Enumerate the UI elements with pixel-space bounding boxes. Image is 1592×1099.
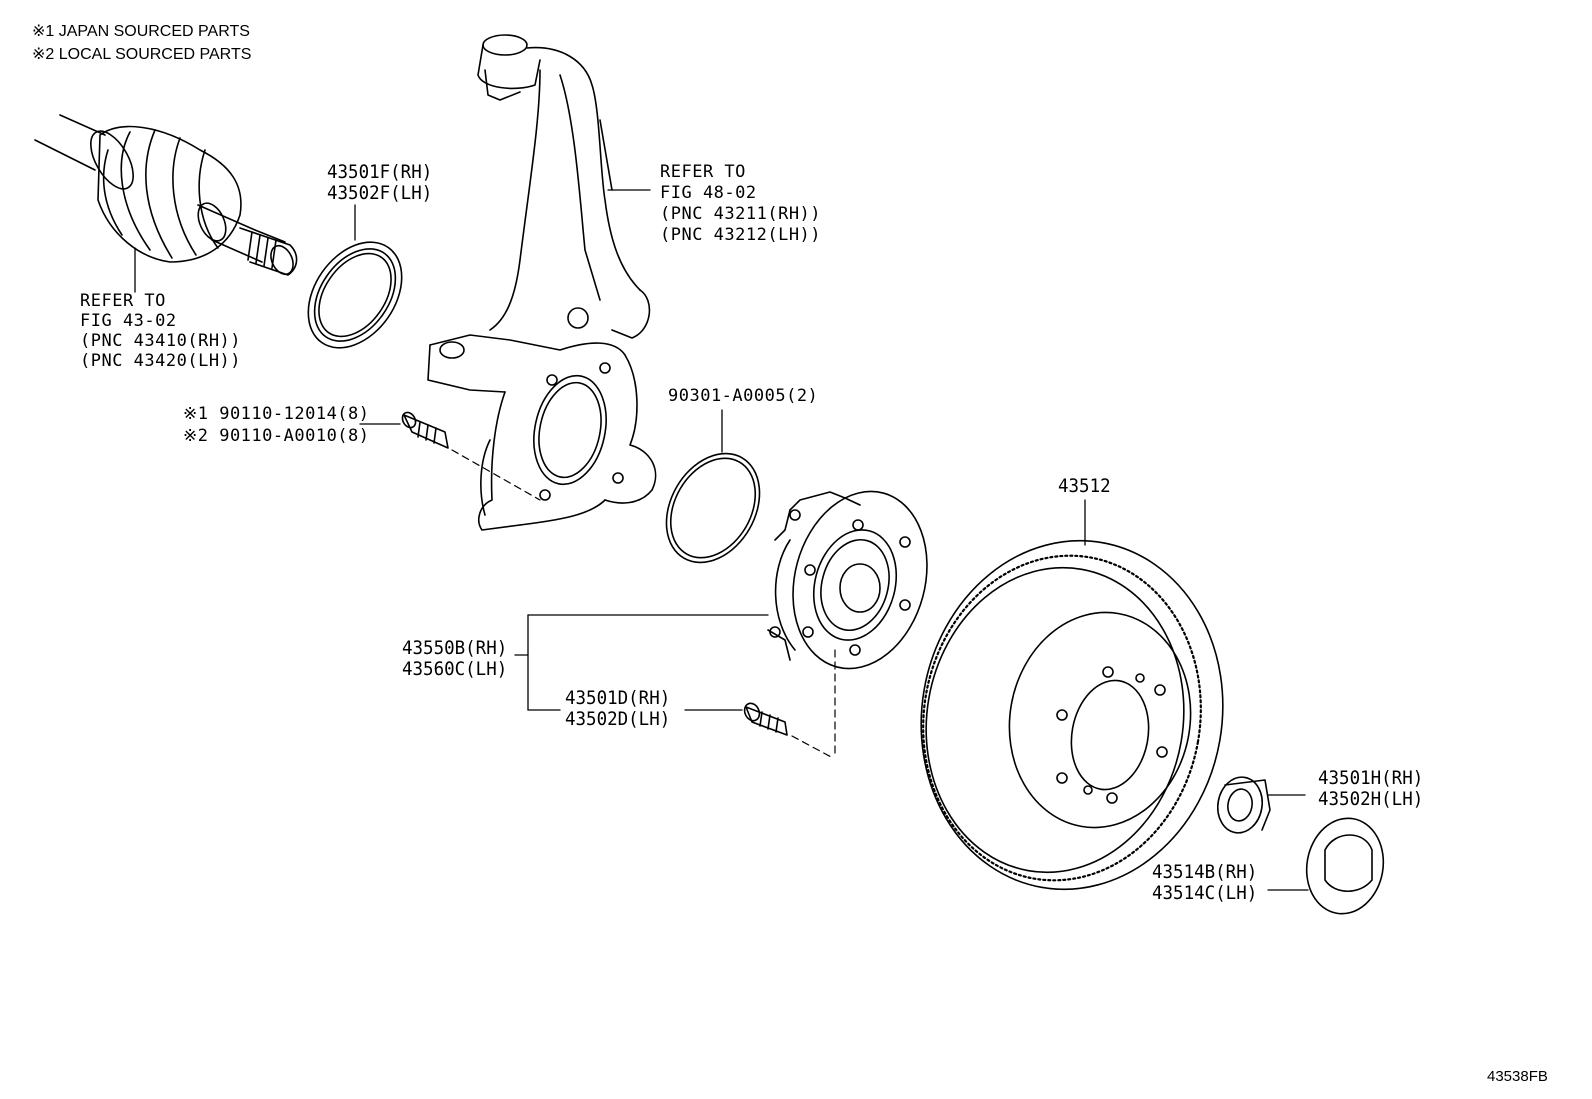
driveshaft-line-4: (PNC 43420(LH)) xyxy=(80,351,242,371)
hub-bearing-illustration xyxy=(767,490,928,759)
hub-bolt-lh: 43502D(LH) xyxy=(565,708,671,730)
bolt-part-numbers: ※1 90110-12014(8) ※2 90110-A0010(8) xyxy=(183,403,370,447)
cap-lh: 43514C(LH) xyxy=(1152,882,1258,904)
knuckle-line-2: FIG 48-02 xyxy=(660,183,757,203)
knuckle-line-3: (PNC 43211(RH)) xyxy=(660,204,822,224)
grease-cap-illustration xyxy=(1267,817,1385,915)
steering-knuckle-illustration xyxy=(427,34,657,531)
oring-part-number: 90301-A0005(2) xyxy=(668,386,819,406)
hub-label-bracket xyxy=(514,614,769,711)
hub-bolt-rh: 43501D(RH) xyxy=(565,687,671,709)
rotor-part-number: 43512 xyxy=(1058,475,1111,497)
hub-bolt-illustration xyxy=(684,702,834,759)
cap-rh: 43514B(RH) xyxy=(1152,861,1258,883)
seal-lh: 43502F(LH) xyxy=(327,182,433,204)
driveshaft-callout: REFER TO FIG 43-02 (PNC 43410(RH)) (PNC … xyxy=(80,291,241,371)
knuckle-callout: REFER TO FIG 48-02 (PNC 43211(RH)) (PNC … xyxy=(660,162,821,246)
nut-rh: 43501H(RH) xyxy=(1318,767,1424,789)
hub-part-numbers: 43550B(RH) 43560C(LH) xyxy=(402,638,507,680)
seal-part-numbers: 43501F(RH) 43502F(LH) xyxy=(327,162,432,204)
bolt-local: ※2 90110-A0010(8) xyxy=(183,426,370,446)
seal-rh: 43501F(RH) xyxy=(327,161,433,183)
brake-rotor-illustration xyxy=(920,499,1224,891)
driveshaft-line-1: REFER TO xyxy=(80,291,166,311)
cap-part-numbers: 43514B(RH) 43514C(LH) xyxy=(1152,862,1257,904)
driveshaft-line-3: (PNC 43410(RH)) xyxy=(80,331,242,351)
nut-part-numbers: 43501H(RH) 43502H(LH) xyxy=(1318,768,1423,810)
oil-seal-illustration xyxy=(307,204,403,349)
knuckle-line-1: REFER TO xyxy=(660,162,746,182)
hub-bolt-part-numbers: 43501D(RH) 43502D(LH) xyxy=(565,688,670,730)
hub-rh: 43550B(RH) xyxy=(402,637,508,659)
o-ring-illustration xyxy=(665,409,761,564)
knuckle-bolt-illustration xyxy=(359,411,541,501)
knuckle-line-4: (PNC 43212(LH)) xyxy=(660,225,822,245)
figure-code: 43538FB xyxy=(1487,1068,1548,1085)
note-japan-sourced: ※1 JAPAN SOURCED PARTS xyxy=(32,23,250,40)
note-local-sourced: ※2 LOCAL SOURCED PARTS xyxy=(32,46,252,63)
hub-nut-illustration xyxy=(1216,776,1306,834)
drive-shaft-illustration xyxy=(34,114,298,293)
hub-lh: 43560C(LH) xyxy=(402,658,508,680)
nut-lh: 43502H(LH) xyxy=(1318,788,1424,810)
driveshaft-line-2: FIG 43-02 xyxy=(80,311,177,331)
bolt-japan: ※1 90110-12014(8) xyxy=(183,404,370,424)
